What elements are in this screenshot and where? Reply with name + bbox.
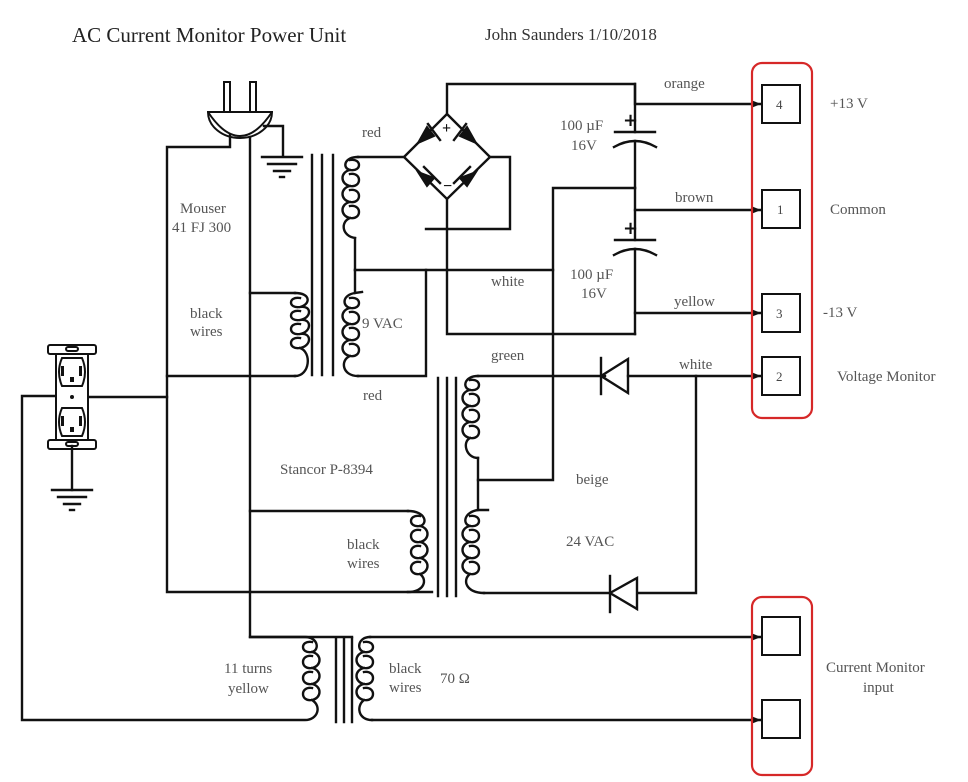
ct-primary-label-1: 11 turns xyxy=(224,661,272,677)
current-monitor-connector-border xyxy=(750,595,814,777)
connector-pin-3[interactable]: 3 xyxy=(761,293,801,333)
svg-text:4: 4 xyxy=(776,97,783,112)
wire-label-green: green xyxy=(491,348,525,364)
current-monitor-pin-a[interactable] xyxy=(761,616,801,656)
wire-label-beige: beige xyxy=(576,472,609,488)
cap-upper-value: 100 µF xyxy=(560,118,603,134)
current-monitor-label-2: input xyxy=(863,680,895,696)
t1-secondary-voltage: 9 VAC xyxy=(362,316,403,332)
ground-icon-plug xyxy=(260,155,304,179)
cap-lower-voltage: 16V xyxy=(581,286,607,302)
mouser-label-2: 41 FJ 300 xyxy=(172,220,231,236)
capacitor-upper xyxy=(612,130,658,190)
cap-upper-voltage: 16V xyxy=(571,138,597,154)
transformer-mouser xyxy=(310,153,335,377)
ct-primary-label-2: yellow xyxy=(228,681,269,697)
current-transformer xyxy=(334,636,354,724)
mouser-label-1: Mouser xyxy=(180,201,226,217)
ground-icon-outlet xyxy=(50,488,94,512)
wire-label-yellow: yellow xyxy=(674,294,715,310)
t2-secondary-voltage: 24 VAC xyxy=(566,534,614,550)
pin-3-label: -13 V xyxy=(823,305,857,321)
current-monitor-label-1: Current Monitor xyxy=(826,660,925,676)
wire-label-orange: orange xyxy=(664,76,705,92)
ct-secondary-label-1: black xyxy=(389,661,422,677)
wire-label-white-bridge: white xyxy=(491,274,525,290)
pin-4-label: +13 V xyxy=(830,96,868,112)
cap-lower-value: 100 µF xyxy=(570,267,613,283)
cap-lower-plus: + xyxy=(623,218,638,239)
ct-resistance-label: 70 Ω xyxy=(440,671,470,687)
wire-label-white-vm: white xyxy=(679,357,713,373)
connector-pin-4[interactable]: 4 xyxy=(761,84,801,124)
svg-text:3: 3 xyxy=(776,306,783,321)
wire-label-red-bottom: red xyxy=(363,388,383,404)
bridge-minus-sign: − xyxy=(443,178,452,195)
bridge-rectifier: + − xyxy=(402,112,492,201)
svg-text:1: 1 xyxy=(777,202,784,217)
t1-primary-label-2: wires xyxy=(190,324,223,340)
capacitor-lower xyxy=(612,208,658,336)
transformer-stancor xyxy=(436,376,458,598)
connector-pin-1[interactable]: 1 xyxy=(761,189,801,229)
cap-upper-plus: + xyxy=(623,110,638,131)
bridge-plus-sign: + xyxy=(442,120,451,137)
t2-primary-label-2: wires xyxy=(347,556,380,572)
ct-secondary-label-2: wires xyxy=(389,680,422,696)
connector-pin-2[interactable]: 2 xyxy=(761,356,801,396)
current-monitor-pin-b[interactable] xyxy=(761,699,801,739)
t2-primary-label-1: black xyxy=(347,537,380,553)
pin-1-label: Common xyxy=(830,202,886,218)
t1-primary-label-1: black xyxy=(190,306,223,322)
diode-beige xyxy=(607,574,639,614)
wire-label-brown: brown xyxy=(675,190,714,206)
duplex-outlet-icon xyxy=(47,344,97,450)
ac-plug-icon xyxy=(206,81,274,139)
diagram-title: AC Current Monitor Power Unit xyxy=(72,23,346,47)
author-date: John Saunders 1/10/2018 xyxy=(485,25,657,44)
svg-text:2: 2 xyxy=(776,369,783,384)
wire-label-red-top: red xyxy=(362,125,382,141)
stancor-label: Stancor P-8394 xyxy=(280,462,373,478)
pin-2-label: Voltage Monitor xyxy=(837,369,935,385)
output-connector-border xyxy=(750,61,814,420)
